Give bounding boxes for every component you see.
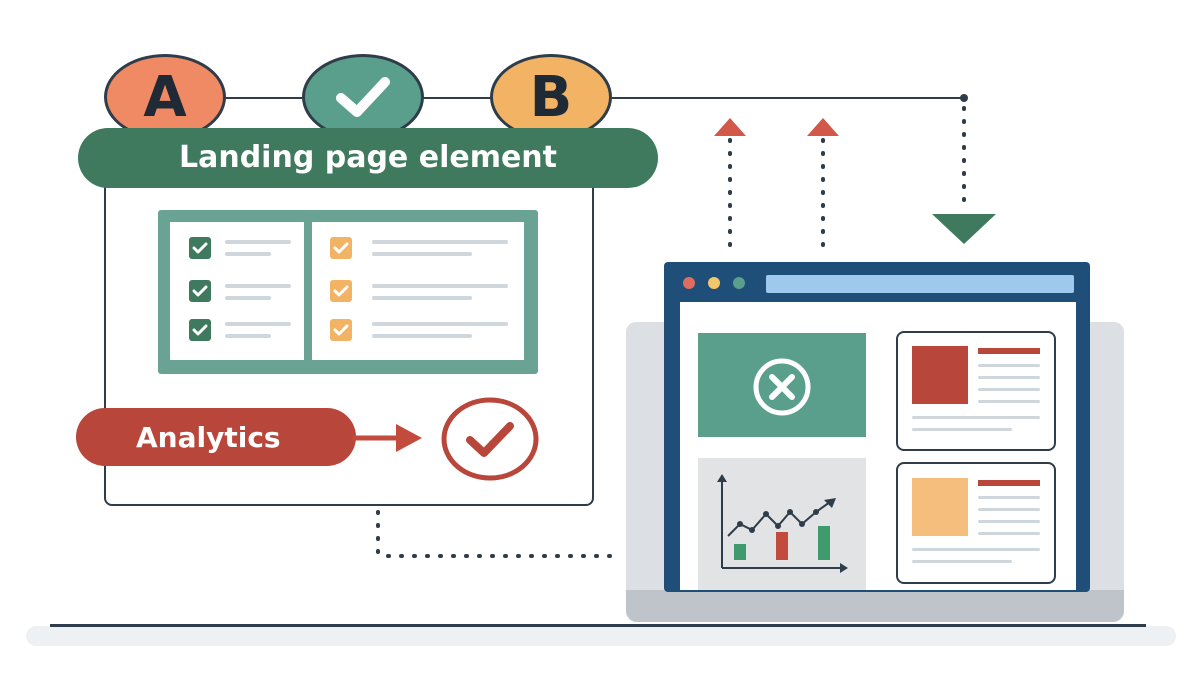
up-arrow-icon (807, 118, 839, 136)
landing-page-element-banner: Landing page element (78, 128, 658, 188)
checkbox-checked[interactable] (189, 319, 211, 341)
banner-title: Landing page element (178, 139, 558, 175)
text-line (978, 376, 1040, 379)
text-line (225, 296, 271, 300)
up-arrow-icon (714, 118, 746, 136)
check-circle-icon (441, 397, 539, 481)
text-line (372, 296, 472, 300)
text-line (978, 400, 1040, 403)
checkbox-checked[interactable] (330, 237, 352, 259)
window-minimize-dot[interactable] (708, 277, 720, 289)
text-line (225, 284, 291, 288)
text-line (912, 428, 1012, 431)
text-line (372, 240, 508, 244)
text-line (225, 334, 271, 338)
text-line (225, 240, 291, 244)
text-line (978, 364, 1040, 367)
down-arrow-icon (932, 214, 996, 244)
variant-b-label: B (529, 64, 573, 130)
text-line (372, 284, 508, 288)
heading-bar (978, 348, 1040, 354)
address-bar[interactable] (766, 275, 1074, 293)
analytics-pill[interactable]: Analytics (76, 408, 356, 466)
text-line (978, 520, 1040, 523)
x-circle-icon (753, 358, 811, 416)
checkbox-checked[interactable] (189, 280, 211, 302)
text-line (372, 252, 472, 256)
check-icon (192, 324, 208, 336)
check-icon (336, 77, 390, 117)
text-line (372, 334, 472, 338)
check-icon (192, 285, 208, 297)
text-line (912, 416, 1040, 419)
window-close-dot[interactable] (683, 277, 695, 289)
text-line (912, 560, 1012, 563)
checkbox-checked[interactable] (189, 237, 211, 259)
text-line (372, 322, 508, 326)
image-placeholder (912, 346, 968, 404)
ground-line (50, 624, 1146, 627)
check-icon (333, 285, 349, 297)
check-icon (192, 242, 208, 254)
text-line (912, 548, 1040, 551)
window-maximize-dot[interactable] (733, 277, 745, 289)
text-line (978, 532, 1040, 535)
check-icon (333, 242, 349, 254)
checkbox-checked[interactable] (330, 319, 352, 341)
check-icon (333, 324, 349, 336)
image-placeholder (912, 478, 968, 536)
text-line (978, 496, 1040, 499)
text-line (225, 322, 291, 326)
laptop-base (626, 590, 1124, 622)
heading-bar (978, 480, 1040, 486)
variant-b-badge[interactable]: B (490, 54, 612, 140)
text-line (225, 252, 271, 256)
winner-badge[interactable] (302, 54, 424, 140)
checkbox-checked[interactable] (330, 280, 352, 302)
text-line (978, 508, 1040, 511)
analytics-label: Analytics (136, 420, 281, 454)
variant-a-label: A (143, 64, 187, 130)
ground-shadow (26, 626, 1176, 646)
text-line (978, 388, 1040, 391)
line-bar-chart-icon (717, 474, 848, 573)
right-arrow-icon (352, 424, 422, 452)
